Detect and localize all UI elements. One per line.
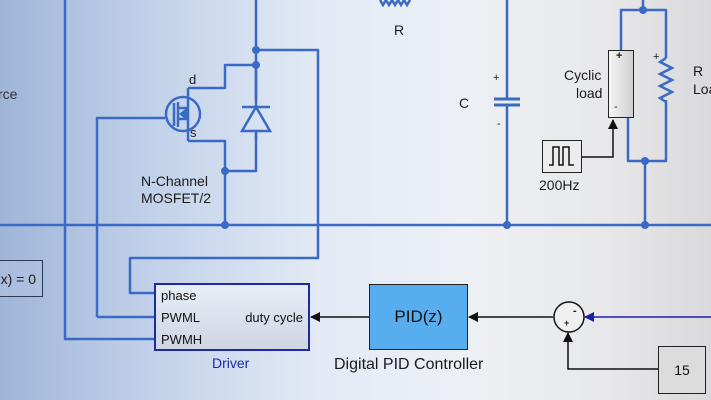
pid-controller-block[interactable]: PID(z)	[369, 284, 468, 350]
junction-dot	[221, 221, 229, 229]
mosfet-source-label: s	[190, 125, 197, 140]
square-wave-icon	[549, 146, 574, 166]
junction-dot	[252, 46, 260, 54]
wire-pwmh[interactable]	[63, 335, 154, 341]
load-plus-label: +	[653, 51, 660, 63]
driver-port-phase: phase	[161, 288, 197, 303]
load-resistor-icon[interactable]	[657, 56, 675, 104]
cyclic-load-label-line1: Cyclic	[564, 67, 602, 83]
cyclic-ground-label: -	[614, 101, 618, 113]
capacitor-label: C	[459, 95, 470, 111]
diode-icon[interactable]	[239, 65, 273, 140]
mosfet-label-line1: N-Channel	[141, 173, 208, 189]
sum-minus-sign: -	[573, 305, 577, 317]
capacitor-plus-label: +	[493, 72, 500, 84]
wire-switch-to-phase[interactable]	[128, 48, 320, 295]
wire-drain[interactable]	[188, 63, 256, 90]
resistor-r-icon[interactable]	[378, 0, 412, 8]
mosfet-icon[interactable]	[164, 88, 202, 141]
constant-block[interactable]: 15	[658, 346, 706, 394]
cyclic-load-label-line2: load	[576, 85, 603, 101]
wire-pwml[interactable]	[95, 116, 165, 317]
capacitor-minus-label: -	[497, 118, 501, 130]
mosfet-drain-label: d	[189, 72, 197, 87]
load-resistor-label-line2: Loa	[693, 81, 711, 97]
pulse-generator-block[interactable]	[542, 140, 582, 173]
wire-source[interactable]	[188, 139, 227, 225]
solver-configuration-block[interactable]: x) = 0	[0, 260, 43, 297]
junction-dot	[503, 221, 511, 229]
pid-block-text: PID(z)	[394, 307, 443, 326]
load-resistor-label-line1: R	[693, 63, 704, 79]
pulse-frequency-label: 200Hz	[539, 177, 580, 193]
mosfet-label-line2: MOSFET/2	[141, 190, 212, 206]
source-label: rce	[0, 86, 18, 102]
constant-value: 15	[674, 362, 690, 378]
solver-configuration-label: x) = 0	[0, 270, 36, 287]
driver-block[interactable]: phase PWML PWMH duty cycle	[154, 283, 310, 351]
junction-dot	[221, 167, 229, 175]
wire-diode-bottom[interactable]	[225, 132, 258, 173]
wire-constant-to-sum[interactable]	[563, 332, 658, 370]
resistor-label: R	[394, 22, 405, 38]
sum-block[interactable]	[553, 301, 585, 333]
junction-dot	[641, 221, 649, 229]
driver-port-pwmh: PWMH	[161, 332, 203, 347]
junction-dot	[641, 157, 649, 165]
cyclic-load-block[interactable]: + -	[608, 50, 634, 118]
driver-port-duty-cycle: duty cycle	[245, 310, 303, 325]
wire-pulse-to-cyclic[interactable]	[582, 119, 618, 158]
driver-label: Driver	[212, 355, 250, 371]
junction-dot	[639, 6, 647, 14]
pid-controller-label: Digital PID Controller	[334, 356, 484, 373]
cyclic-plus-label: +	[616, 50, 623, 62]
driver-port-pwml: PWML	[161, 310, 200, 325]
capacitor-icon[interactable]	[494, 97, 520, 107]
sum-plus-sign: +	[564, 318, 570, 328]
